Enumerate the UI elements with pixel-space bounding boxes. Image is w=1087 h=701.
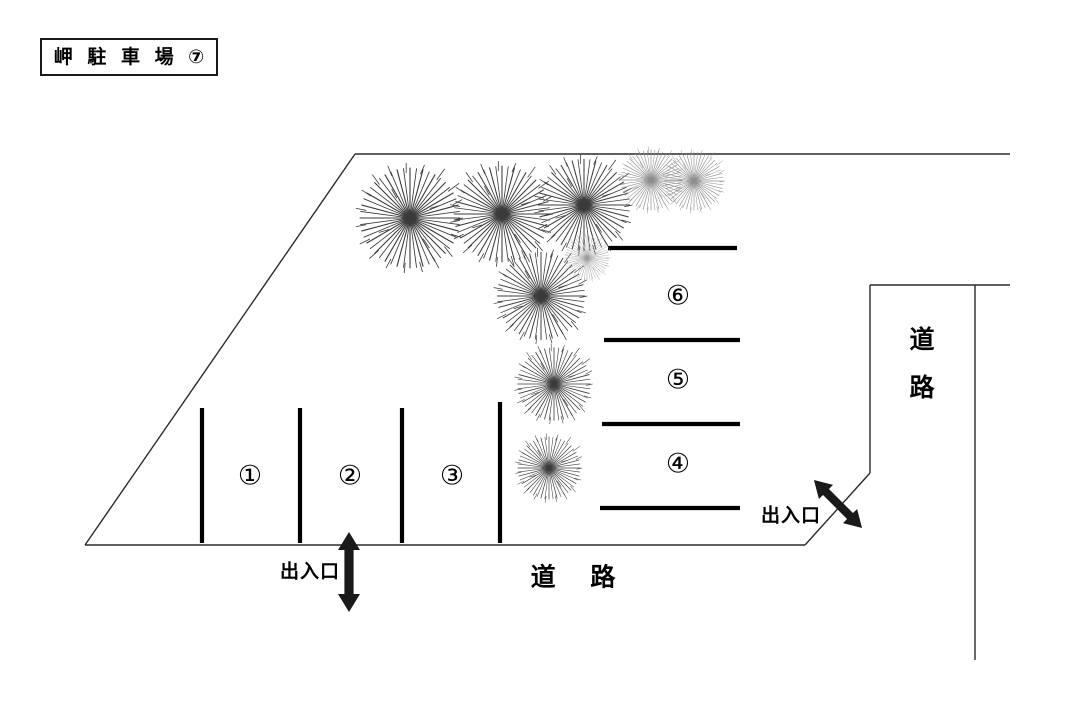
lot-boundary: [84, 153, 1010, 546]
stall-label-1: ①: [237, 460, 263, 492]
gate-bottom-arrow-icon: [338, 532, 360, 612]
tree-icon: [563, 233, 611, 283]
stall-label-2: ②: [337, 460, 363, 492]
gate-label-bottom: 出入口: [279, 560, 341, 583]
tree-icon: [355, 162, 464, 274]
road-right-edges: [869, 284, 1010, 660]
stall-label-4: ④: [665, 448, 691, 480]
road-label-bottom: 道 路: [530, 562, 629, 592]
stall-dividers-right: [600, 245, 740, 511]
stall-label-6: ⑥: [665, 280, 691, 312]
boundary-left-diagonal: [84, 153, 356, 546]
tree-icon: [514, 343, 593, 425]
stall-label-5: ⑤: [665, 364, 691, 396]
road-label-right: 道路: [909, 325, 935, 402]
tree-icon: [449, 161, 554, 267]
gate-label-right: 出入口: [760, 504, 822, 527]
tree-icon: [493, 247, 588, 345]
stall-dividers-left: [199, 402, 503, 543]
tree-icon: [618, 146, 684, 214]
stall-label-3: ③: [439, 460, 465, 492]
tree-icon: [534, 154, 633, 256]
page-title: 岬 駐 車 場 ⑦: [53, 45, 209, 68]
tree-icon: [515, 433, 583, 503]
